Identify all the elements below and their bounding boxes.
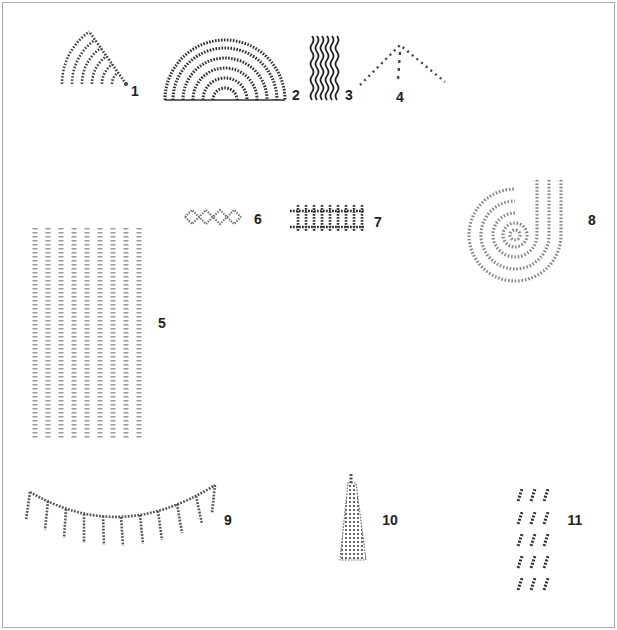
frame [3, 3, 615, 628]
wavy-motif [311, 36, 339, 100]
stripe-panel-motif [35, 228, 139, 438]
column-motif [340, 474, 366, 560]
callout-number: 5 [158, 315, 166, 331]
fringe-motif [26, 485, 215, 546]
fan-motif [62, 32, 128, 86]
callout-number: 7 [374, 214, 382, 230]
spiral-motif [469, 180, 561, 281]
chevron-motif [360, 45, 445, 85]
callout-number: 2 [292, 87, 300, 103]
callout-number: 4 [396, 89, 404, 105]
ladder-band-motif [290, 205, 365, 232]
callout-number: 11 [568, 512, 583, 528]
callout-number: 3 [345, 87, 353, 103]
stroke-grid-motif [518, 489, 548, 590]
diamond-chain-motif [185, 210, 241, 224]
callout-number: 10 [382, 512, 398, 528]
callout-number: 9 [224, 512, 232, 528]
callout-number: 1 [131, 83, 139, 99]
semicircle-motif [165, 40, 285, 100]
callout-number: 8 [588, 212, 596, 228]
callout-number: 6 [254, 211, 262, 227]
